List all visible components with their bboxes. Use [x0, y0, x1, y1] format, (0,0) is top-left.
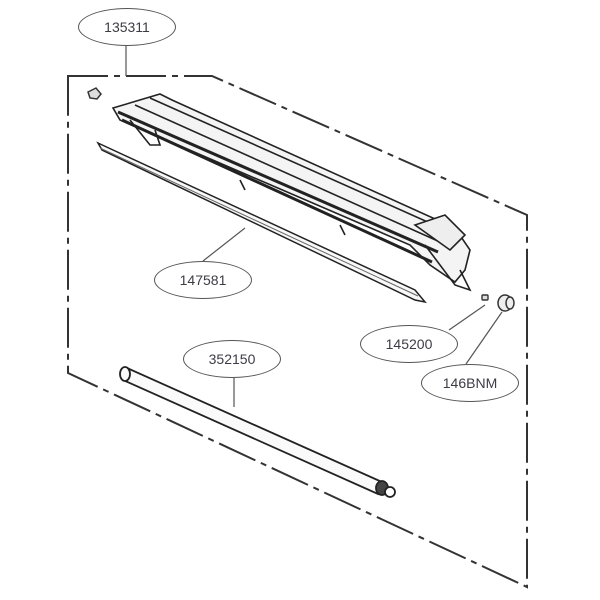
assembly-boundary: [67, 75, 528, 589]
callout-352150[interactable]: 352150: [183, 340, 281, 378]
roller-part[interactable]: [119, 366, 396, 498]
callout-135311[interactable]: 135311: [78, 8, 176, 46]
cover-strip-part[interactable]: [96, 141, 427, 304]
callout-146BNM[interactable]: 146BNM: [421, 364, 519, 402]
frame-assembly-part[interactable]: [111, 93, 472, 292]
bushing-part: [497, 294, 515, 312]
screw-part: [87, 87, 102, 100]
callout-147581[interactable]: 147581: [154, 261, 252, 299]
callout-145200[interactable]: 145200: [360, 325, 458, 363]
pin-part: [481, 294, 489, 301]
leader-lines: [125, 46, 503, 407]
